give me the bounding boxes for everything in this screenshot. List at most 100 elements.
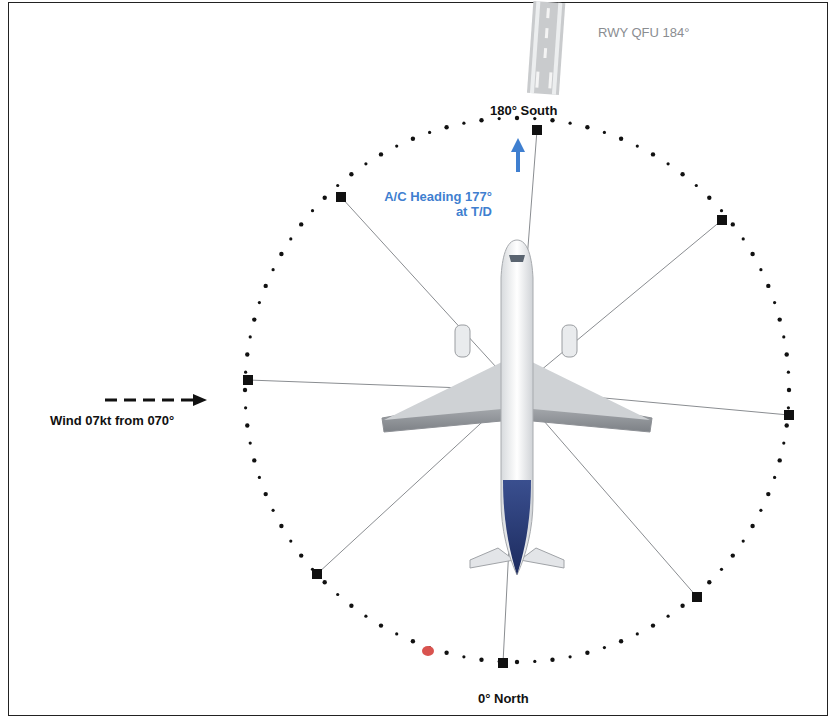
compass-dot xyxy=(395,145,398,148)
heading-label: A/C Heading 177° at T/D xyxy=(376,190,492,220)
compass-dot xyxy=(411,137,415,141)
compass-dot xyxy=(585,125,589,129)
compass-dot xyxy=(462,122,465,125)
compass-dot xyxy=(243,388,247,392)
compass-dot xyxy=(462,655,465,658)
compass-dot xyxy=(550,658,554,662)
compass-dot xyxy=(272,268,275,271)
wind-arrow xyxy=(105,394,207,406)
compass-dot xyxy=(279,252,283,256)
compass-dot xyxy=(720,209,723,212)
direction-label: 0° North xyxy=(478,692,529,707)
compass-dot xyxy=(759,268,762,271)
compass-dot xyxy=(778,458,782,462)
compass-dot xyxy=(479,118,483,122)
compass-dot xyxy=(720,568,723,571)
frame-border xyxy=(8,2,828,716)
compass-dot xyxy=(299,222,303,226)
compass-dot xyxy=(636,145,639,148)
compass-dot xyxy=(636,632,639,635)
compass-dot xyxy=(651,152,655,156)
compass-dot xyxy=(245,423,249,427)
compass-dot xyxy=(680,604,684,608)
compass-dot xyxy=(731,553,735,557)
compass-dot xyxy=(336,184,339,187)
compass-dot xyxy=(787,406,790,409)
compass-dot xyxy=(264,284,268,288)
compass-dot xyxy=(603,131,606,134)
compass-dot xyxy=(252,317,256,321)
compass-dot xyxy=(411,639,415,643)
compass-dot xyxy=(619,137,623,141)
compass-dot xyxy=(258,476,261,479)
aircraft xyxy=(382,240,652,575)
compass-dot xyxy=(349,172,353,176)
compass-dot xyxy=(787,371,790,374)
compass-dot xyxy=(323,580,327,584)
compass-dot xyxy=(245,352,249,356)
compass-dot xyxy=(585,651,589,655)
compass-dot xyxy=(479,658,483,662)
compass-dot xyxy=(742,540,745,543)
compass-dot xyxy=(619,639,623,643)
compass-dot xyxy=(323,196,327,200)
compass-dot xyxy=(782,442,785,445)
compass-dot xyxy=(773,476,776,479)
compass-dot xyxy=(379,152,383,156)
compass-dot xyxy=(680,172,684,176)
compass-dot xyxy=(731,222,735,226)
compass-dot xyxy=(550,118,554,122)
compass-dot xyxy=(667,162,670,165)
compass-dot xyxy=(444,125,448,129)
compass-dot xyxy=(766,492,770,496)
compass-dot xyxy=(766,284,770,288)
compass-dot xyxy=(603,646,606,649)
compass-dot xyxy=(395,632,398,635)
compass-dot xyxy=(264,492,268,496)
compass-dot xyxy=(773,301,776,304)
compass-dot xyxy=(651,623,655,627)
compass-dot xyxy=(428,131,431,134)
compass-dot xyxy=(258,301,261,304)
compass-dot xyxy=(249,442,252,445)
compass-dot xyxy=(785,423,789,427)
runway xyxy=(527,1,565,95)
compass-dot xyxy=(787,388,791,392)
compass-dot xyxy=(279,524,283,528)
compass-dot xyxy=(707,580,711,584)
radial-lines xyxy=(248,130,789,663)
direction-label: 180° South xyxy=(490,104,557,119)
compass-dot xyxy=(272,509,275,512)
heading-arrow xyxy=(511,138,525,172)
compass-dot xyxy=(444,651,448,655)
compass-dot xyxy=(252,458,256,462)
compass-dot xyxy=(244,371,247,374)
compass-dot xyxy=(289,540,292,543)
compass-dot xyxy=(249,335,252,338)
compass-dot xyxy=(782,335,785,338)
wind-label: Wind 07kt from 070° xyxy=(50,414,174,429)
compass-dot xyxy=(759,509,762,512)
compass-dot xyxy=(336,593,339,596)
compass-dot xyxy=(299,553,303,557)
compass-dot xyxy=(515,660,519,664)
compass-dot xyxy=(533,660,536,663)
compass-dot xyxy=(569,655,572,658)
compass-dot xyxy=(244,406,247,409)
compass-dot xyxy=(569,122,572,125)
compass-dot xyxy=(785,352,789,356)
red-marker xyxy=(422,646,434,656)
compass-dot xyxy=(364,162,367,165)
compass-dot xyxy=(707,196,711,200)
compass-dot xyxy=(778,317,782,321)
runway-label: RWY QFU 184° xyxy=(598,26,689,41)
compass-dot xyxy=(311,209,314,212)
compass-dot xyxy=(349,604,353,608)
compass-dot xyxy=(379,623,383,627)
compass-dots xyxy=(243,116,791,664)
compass-dot xyxy=(742,237,745,240)
compass-squares xyxy=(243,125,794,668)
compass-dot xyxy=(364,615,367,618)
